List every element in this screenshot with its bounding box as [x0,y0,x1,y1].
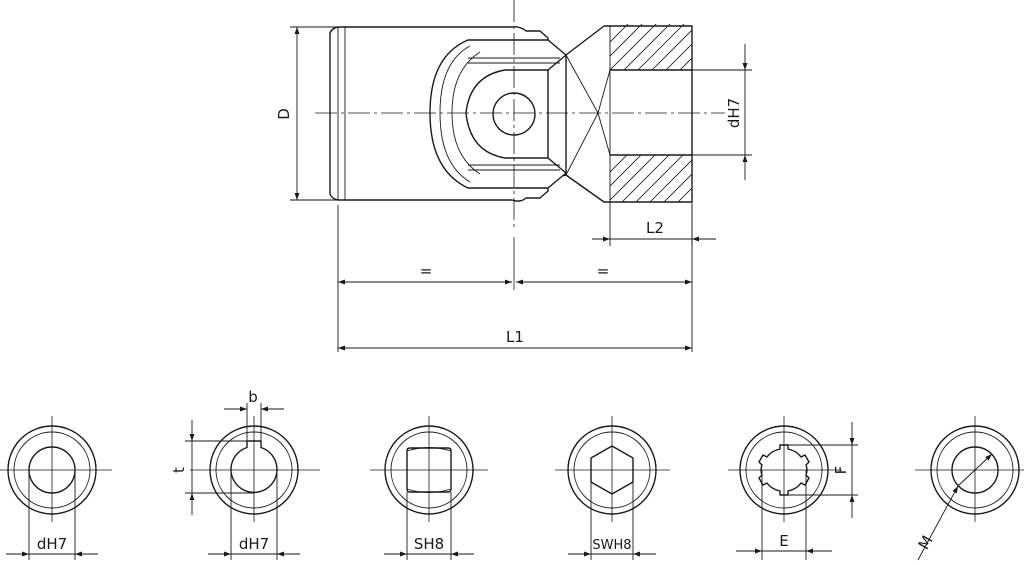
right-hub [565,24,693,203]
view6-label-M: M [915,532,937,552]
section-hatch-bottom [610,155,692,202]
view2-label: dH7 [239,535,269,553]
end-view-hex-bore: SWH8 [555,416,670,560]
view4-label: SWH8 [592,538,631,553]
end-view-keyed-bore: b t dH7 [170,388,320,560]
left-hub [329,26,567,202]
dim-label-L1: L1 [506,328,524,346]
dimension-D: D [275,26,338,201]
end-view-square-bore: SH8 [370,416,488,560]
dimension-equal-halves: = = [337,205,693,352]
dim-label-eq-right: = [597,262,610,280]
view1-label: dH7 [37,535,67,553]
dim-label-eq-left: = [420,262,433,280]
dim-label-L2: L2 [646,219,664,237]
view5-label-E: E [779,532,788,550]
dim-label-dH7: dH7 [725,98,743,128]
view2-label-t: t [170,467,188,473]
end-view-threaded-bore: M [915,416,1024,561]
dim-label-D: D [275,108,293,120]
dimension-L1: L1 [338,328,692,351]
side-view-universal-joint [315,0,725,290]
dimension-L2: L2 [592,202,716,246]
view2-label-b: b [248,388,258,406]
view3-label: SH8 [414,535,444,553]
end-view-spline-bore: F E [728,416,858,560]
end-view-round-bore: dH7 [0,416,112,560]
section-hatch-top [610,24,692,70]
view5-label-F: F [832,466,850,475]
dimension-dH7-bore: dH7 [692,44,752,180]
